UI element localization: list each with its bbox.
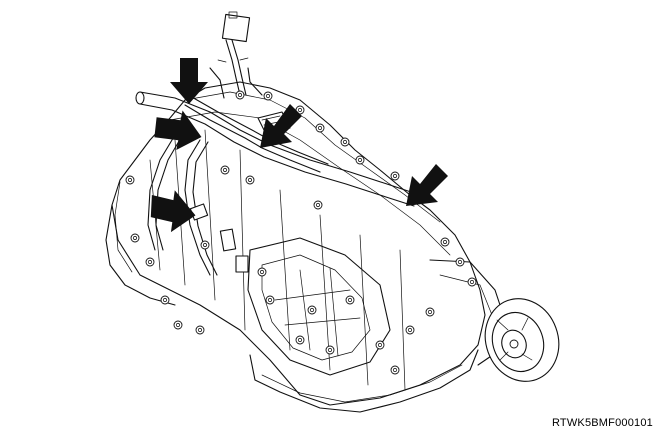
bolt-center — [458, 260, 462, 264]
bolt-head — [195, 325, 205, 335]
bolt-head — [455, 257, 465, 267]
bolt-head — [390, 365, 400, 375]
bolt-head — [307, 305, 317, 315]
bolt-head — [315, 123, 325, 133]
bolt-head — [345, 295, 355, 305]
bolt-head — [295, 335, 305, 345]
bolt-head — [325, 345, 335, 355]
bolt-head — [440, 237, 450, 247]
bolt-center — [443, 240, 447, 244]
bolt-head — [145, 257, 155, 267]
bolt-center — [328, 348, 332, 352]
arrow-rear-line — [406, 164, 448, 206]
bolt-center — [223, 168, 227, 172]
bolt-center — [316, 203, 320, 207]
bolt-head — [200, 240, 210, 250]
oil-cooler-lines — [135, 91, 421, 276]
arrow-lower-fitting — [150, 190, 196, 233]
bolt-center — [348, 298, 352, 302]
bolt-head — [173, 320, 183, 330]
bolt-head — [390, 171, 400, 181]
bolt-center — [268, 298, 272, 302]
bolt-center — [260, 270, 264, 274]
bolt-head — [405, 325, 415, 335]
arrow-top-hose — [170, 58, 208, 104]
bolt-head — [220, 165, 230, 175]
bolt-center — [176, 323, 180, 327]
bolt-center — [133, 236, 137, 240]
bolt-head — [313, 200, 323, 210]
bolt-center — [198, 328, 202, 332]
arrow-plate — [260, 104, 302, 148]
bolt-center — [408, 328, 412, 332]
harness-connector — [209, 11, 263, 99]
bolt-head — [125, 175, 135, 185]
bolt-center — [318, 126, 322, 130]
bolt-head — [245, 175, 255, 185]
bolt-center — [310, 308, 314, 312]
bolt-center — [248, 178, 252, 182]
arrow-left-fitting — [154, 110, 202, 151]
bolt-center — [148, 260, 152, 264]
bolt-head — [235, 90, 245, 100]
bolt-center — [266, 94, 270, 98]
bolt-center — [393, 174, 397, 178]
bolt-head — [375, 340, 385, 350]
bolt-center — [298, 108, 302, 112]
output-flange — [429, 259, 560, 382]
bolt-head — [355, 155, 365, 165]
bolt-head — [263, 91, 273, 101]
bolt-center — [428, 310, 432, 314]
bolt-center — [238, 93, 242, 97]
bolt-center — [343, 140, 347, 144]
figure-code: RTWK5BMF000101 — [551, 417, 653, 429]
bolt-center — [470, 280, 474, 284]
bolt-head — [257, 267, 267, 277]
transmission-case — [105, 81, 486, 413]
bolt-head — [265, 295, 275, 305]
bolt-head — [425, 307, 435, 317]
bolt-head — [467, 277, 477, 287]
bolt-center — [378, 343, 382, 347]
pointer-arrows — [150, 58, 448, 233]
bolt-head — [160, 295, 170, 305]
bolt-center — [298, 338, 302, 342]
bolt-center — [163, 298, 167, 302]
bolt-center — [203, 243, 207, 247]
bolt-center — [393, 368, 397, 372]
bolt-head — [340, 137, 350, 147]
bolt-center — [128, 178, 132, 182]
bolt-center — [358, 158, 362, 162]
bolt-head — [130, 233, 140, 243]
